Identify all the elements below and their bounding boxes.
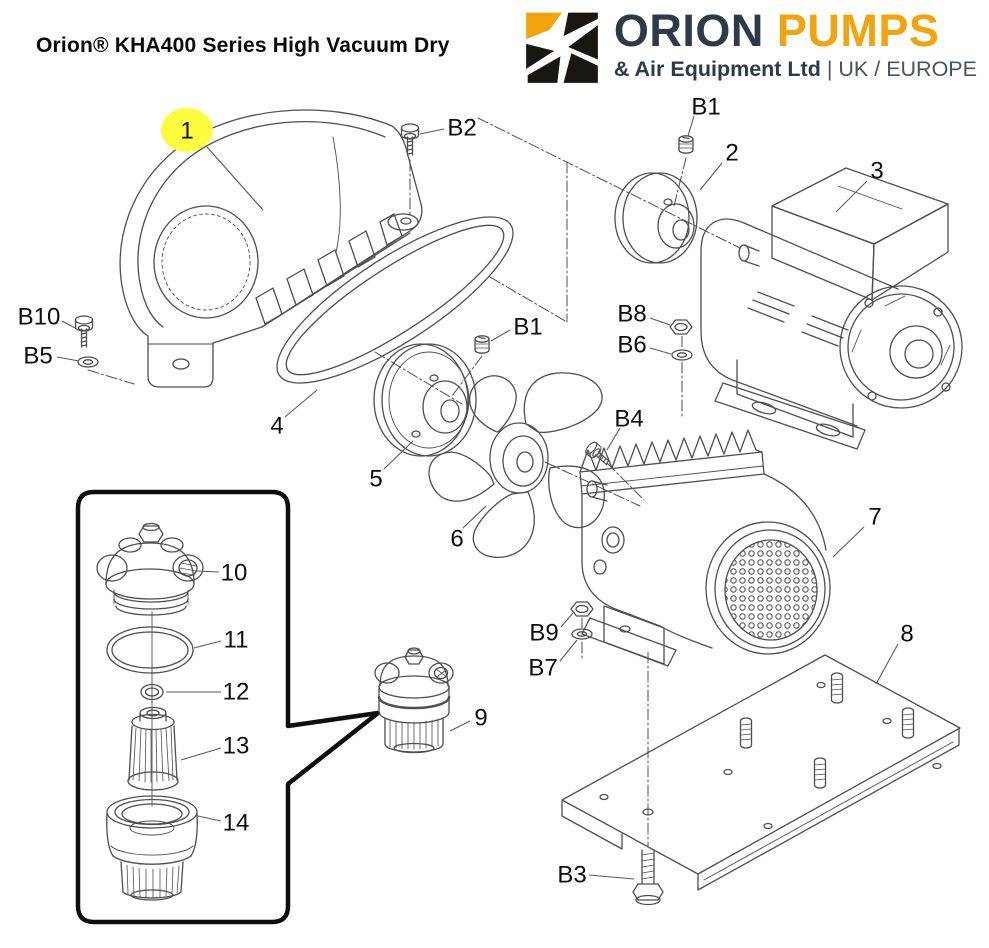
logo-blade bbox=[568, 25, 598, 60]
leader-line-2 bbox=[699, 162, 723, 191]
logo-blade bbox=[525, 43, 555, 69]
callout-1: 1 bbox=[180, 118, 193, 145]
leader-line-B3 bbox=[588, 874, 635, 880]
callout-B4: B4 bbox=[614, 406, 643, 433]
leader-line-9 bbox=[449, 720, 471, 732]
logo-word-orion: ORION bbox=[613, 5, 764, 56]
bolt-b10 bbox=[74, 315, 94, 348]
logo-subtitle: & Air Equipment Ltd | UK / EUROPE bbox=[613, 56, 977, 81]
filter-inset bbox=[75, 489, 381, 925]
orion-logo-icon bbox=[525, 12, 598, 83]
leader-line-B10 bbox=[61, 320, 78, 330]
callout-14: 14 bbox=[223, 810, 250, 837]
callout-B1: B1 bbox=[513, 314, 542, 341]
fasteners bbox=[74, 123, 694, 906]
leader-line-B9 bbox=[560, 612, 574, 628]
leader-line-3 bbox=[835, 180, 868, 213]
callout-5: 5 bbox=[369, 466, 382, 493]
leader-line-4 bbox=[284, 389, 318, 418]
leader-line-B7 bbox=[559, 639, 578, 662]
pump bbox=[579, 429, 831, 667]
leader-line-11 bbox=[193, 640, 222, 649]
leader-line-B2 bbox=[419, 128, 445, 135]
flywheel-pulley bbox=[373, 343, 477, 457]
filter-assembly bbox=[374, 647, 454, 754]
v-belt bbox=[276, 216, 514, 384]
leader-line-1 bbox=[206, 146, 264, 211]
nut-b9 bbox=[570, 601, 594, 617]
callout-6: 6 bbox=[450, 526, 463, 553]
leader-line-B1 bbox=[687, 115, 695, 137]
leader-line-B1 bbox=[490, 329, 511, 342]
leader-line-14 bbox=[197, 815, 222, 822]
belt-cover bbox=[119, 109, 423, 388]
callout-3: 3 bbox=[870, 158, 883, 185]
leader-line-6 bbox=[462, 505, 487, 529]
leader-line-10 bbox=[196, 570, 220, 573]
callout-2: 2 bbox=[725, 140, 738, 167]
washer-b6 bbox=[671, 349, 693, 361]
leader-line-B5 bbox=[56, 356, 80, 362]
callout-4: 4 bbox=[270, 413, 283, 440]
center-lines bbox=[87, 117, 741, 847]
leader-line-13 bbox=[180, 747, 222, 761]
callout-B1: B1 bbox=[691, 94, 720, 121]
callout-B2: B2 bbox=[447, 115, 476, 142]
callout-B7: B7 bbox=[528, 655, 557, 682]
callout-7: 7 bbox=[868, 504, 881, 531]
logo-blade bbox=[563, 12, 598, 37]
callout-10: 10 bbox=[221, 560, 248, 587]
o-ring-large bbox=[106, 626, 194, 674]
page-title: Orion® KHA400 Series High Vacuum Dry bbox=[36, 34, 450, 57]
motor-pulley bbox=[614, 172, 698, 264]
callout-B6: B6 bbox=[617, 332, 646, 359]
cooling-fan bbox=[428, 372, 605, 558]
callout-13: 13 bbox=[223, 733, 250, 760]
callout-11: 11 bbox=[224, 627, 249, 654]
o-ring-small bbox=[140, 683, 164, 701]
setscrew-b1-top bbox=[678, 135, 694, 154]
logo: ORION PUMPS & Air Equipment Ltd | UK / E… bbox=[523, 8, 977, 86]
filter-element bbox=[127, 706, 179, 791]
bolt-b3 bbox=[632, 849, 664, 906]
callout-9: 9 bbox=[474, 705, 487, 732]
inset-box-border bbox=[75, 489, 381, 925]
logo-blade bbox=[527, 56, 561, 83]
bolt-b2 bbox=[400, 123, 420, 156]
callout-B9: B9 bbox=[529, 620, 558, 647]
highlight-ellipse bbox=[161, 108, 213, 152]
motor bbox=[700, 167, 963, 450]
logo-text: ORION PUMPS & Air Equipment Ltd | UK / E… bbox=[614, 8, 977, 82]
leader-line-8 bbox=[875, 643, 899, 685]
leader-line-7 bbox=[832, 526, 865, 558]
logo-blade bbox=[563, 53, 598, 83]
base-plate bbox=[561, 654, 961, 891]
filter-bowl bbox=[106, 795, 198, 901]
callout-B10: B10 bbox=[18, 304, 61, 331]
callout-12: 12 bbox=[223, 679, 250, 706]
callout-B8: B8 bbox=[617, 301, 646, 328]
callout-B5: B5 bbox=[23, 343, 52, 370]
washer-b5 bbox=[77, 356, 99, 368]
setscrew-b1-mid bbox=[474, 335, 490, 354]
callout-B3: B3 bbox=[557, 862, 586, 889]
nut-b8 bbox=[669, 319, 693, 335]
leader-line-B8 bbox=[649, 317, 671, 326]
filter-head bbox=[96, 522, 204, 616]
logo-blade-orange bbox=[525, 12, 562, 40]
leader-line-B6 bbox=[649, 347, 672, 355]
logo-word-pumps: PUMPS bbox=[776, 5, 940, 56]
leader-line-5 bbox=[383, 440, 414, 470]
callout-8: 8 bbox=[900, 621, 913, 648]
leader-line-B4 bbox=[606, 427, 621, 451]
logo-wordmark: ORION PUMPS bbox=[614, 8, 977, 54]
